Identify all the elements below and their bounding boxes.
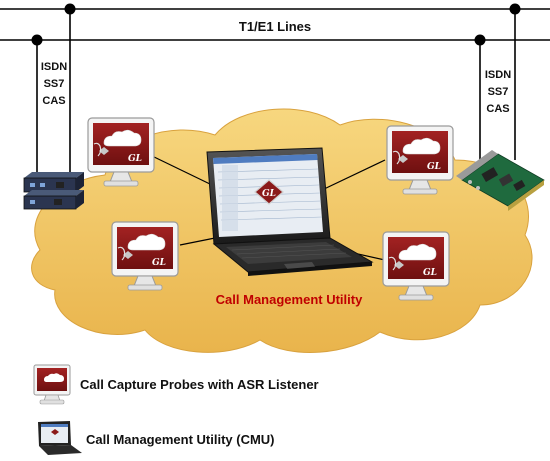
laptop-gl-logo: GL	[262, 189, 276, 199]
link-probe-bottom-left	[179, 237, 216, 246]
left-protocol-labels: ISDN SS7 CAS	[41, 61, 67, 107]
right-protocol-cas: CAS	[486, 103, 509, 115]
left-tap-node-1	[31, 34, 43, 46]
t1-e1-lines-label: T1/E1 Lines	[239, 19, 311, 34]
probe-monitor-bottom-left: GL	[111, 221, 179, 291]
laptop-icon	[38, 421, 82, 455]
left-tap-node-2	[64, 3, 76, 15]
probe-gl-logo: GL	[423, 268, 437, 278]
probe-monitor-bottom-right: GL	[382, 231, 450, 301]
cmu-laptop: GL	[206, 147, 374, 276]
link-probe-top-right	[321, 159, 386, 191]
legend-item-laptop: Call Management Utility (CMU)	[38, 421, 275, 455]
link-probe-top-left	[149, 154, 213, 186]
legend-label-probe: Call Capture Probes with ASR Listener	[80, 377, 319, 392]
right-protocol-isdn: ISDN	[485, 69, 511, 81]
probe-monitor-icon	[33, 364, 71, 405]
right-protocol-ss7: SS7	[488, 86, 509, 98]
left-protocol-ss7: SS7	[44, 78, 65, 90]
left-capture-hardware	[23, 172, 84, 210]
right-protocol-labels: ISDN SS7 CAS	[485, 69, 511, 115]
right-capture-card	[456, 150, 545, 211]
probe-gl-logo: GL	[427, 162, 441, 172]
probe-gl-logo: GL	[128, 154, 142, 164]
left-protocol-isdn: ISDN	[41, 61, 67, 73]
left-protocol-cas: CAS	[42, 95, 65, 107]
legend-label-laptop: Call Management Utility (CMU)	[86, 432, 275, 447]
probe-monitor-top-left: GL	[87, 117, 155, 187]
cmu-center-label: Call Management Utility	[216, 292, 363, 307]
right-tap-node-1	[474, 34, 486, 46]
legend: Call Capture Probes with ASR Listener Ca…	[33, 364, 319, 455]
right-tap-node-2	[509, 3, 521, 15]
legend-item-probe: Call Capture Probes with ASR Listener	[33, 364, 319, 405]
probe-monitor-top-right: GL	[386, 125, 454, 195]
probe-gl-logo: GL	[152, 258, 166, 268]
